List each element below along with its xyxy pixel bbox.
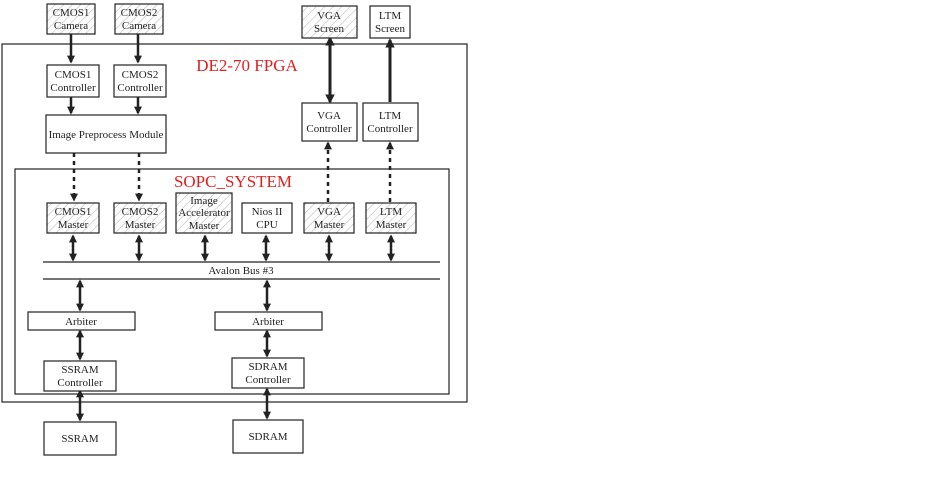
block-image-preprocess-module: Image Preprocess Module xyxy=(45,114,167,154)
fpga-title: DE2-70 FPGA xyxy=(196,56,298,75)
sopc-title: SOPC_SYSTEM xyxy=(174,172,292,191)
svg-text:SDRAM: SDRAM xyxy=(248,431,287,443)
svg-text:Image Preprocess Module: Image Preprocess Module xyxy=(49,129,164,141)
block-ssram: SSRAM xyxy=(43,421,117,456)
avalon-bus-label: Avalon Bus #3 xyxy=(208,265,274,277)
svg-text:SSRAM: SSRAM xyxy=(61,433,99,445)
sopc-frame xyxy=(14,168,450,395)
fpga-frame xyxy=(1,43,468,403)
svg-text:Arbiter: Arbiter xyxy=(252,316,284,328)
block-arbiter-right: Arbiter xyxy=(214,311,323,331)
svg-text:Arbiter: Arbiter xyxy=(65,316,97,328)
connectors xyxy=(66,34,396,422)
block-arbiter-left: Arbiter xyxy=(27,311,136,331)
block-sdram: SDRAM xyxy=(232,419,304,454)
